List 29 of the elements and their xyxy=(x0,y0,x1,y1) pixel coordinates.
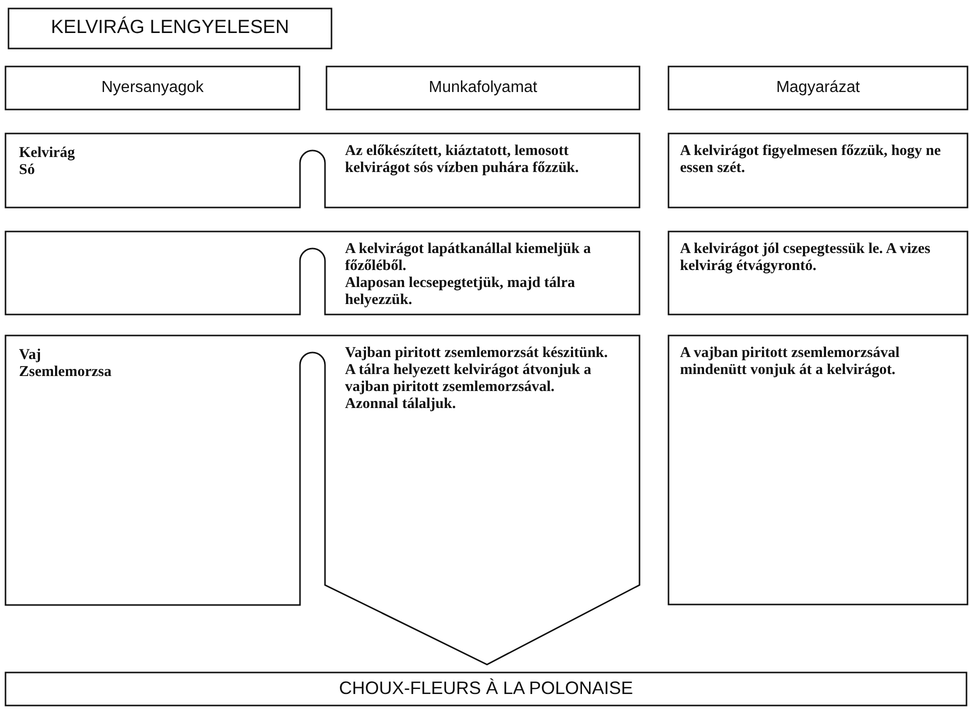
ingredient-text: Kelvirág xyxy=(19,145,76,162)
column-header xyxy=(326,66,640,110)
note-box xyxy=(668,231,968,315)
step-text: Az előkészített, kiáztatott, lemosott kelvirágot sós vízben puhára főzzük. xyxy=(345,143,580,177)
title-text: KELVIRÁG LENGYELESEN xyxy=(50,17,290,40)
note-text: A vajban piritott zsemlemorzsával mindenütt vonjuk át a kelvirágot. xyxy=(680,345,901,379)
column-title: Nyersanyagok xyxy=(101,78,204,98)
column-header xyxy=(668,66,968,110)
note-text: A kelvirágot figyelmesen főzzük, hogy ne essen szét. xyxy=(680,143,942,177)
step-text: Vajban piritott zsemlemorzsát készitünk. xyxy=(345,345,609,362)
step-text: Alaposan lecsepegtetjük, majd tálra helyezzük. xyxy=(345,275,576,309)
step-arrow-panel xyxy=(5,335,640,665)
title-box xyxy=(8,8,332,49)
step-panel xyxy=(5,231,640,315)
ingredient-text: Só xyxy=(19,162,36,179)
column-title: Munkafolyamat xyxy=(428,78,538,98)
step-text: A tálra helyezett kelvirágot átvonjuk a vajban piritott zsemlemorzsával. xyxy=(345,362,592,396)
column-title: Magyarázat xyxy=(776,78,860,98)
result-box xyxy=(5,672,967,706)
step-text: Azonnal tálaljuk. xyxy=(345,396,457,413)
note-box xyxy=(668,133,968,208)
ingredient-text: Zsemlemorzsa xyxy=(19,364,112,381)
column-header xyxy=(5,66,300,110)
note-text: A kelvirágot jól csepegtessük le. A vizes kelvirág étvágyrontó. xyxy=(680,241,932,275)
dish-name: CHOUX-FLEURS À LA POLONAISE xyxy=(338,678,634,700)
step-panel xyxy=(5,133,640,208)
ingredient-text: Vaj xyxy=(19,347,42,364)
note-box xyxy=(668,335,968,605)
step-text: A kelvirágot lapátkanállal kiemeljük a főzőléből. xyxy=(345,241,592,275)
